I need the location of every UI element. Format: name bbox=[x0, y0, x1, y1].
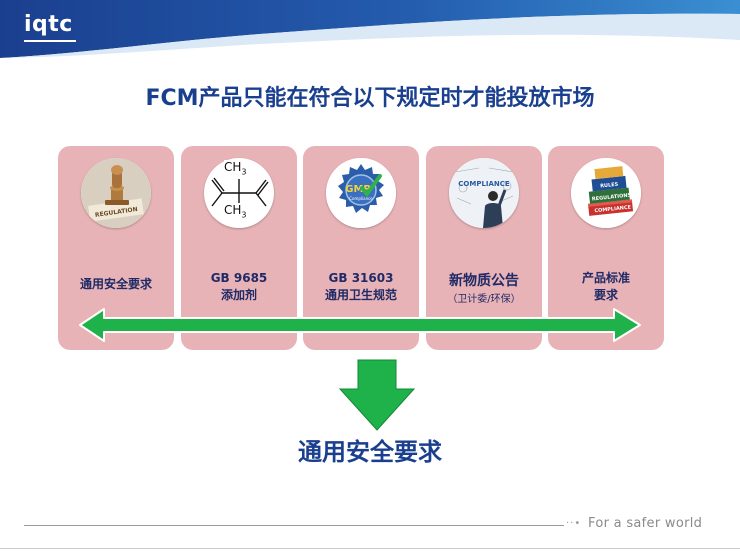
compliance-board-icon: COMPLIANCE bbox=[449, 158, 519, 228]
card-label: GB 9685 bbox=[210, 271, 268, 285]
ch3-top-label: CH3 bbox=[224, 160, 247, 180]
footer-dots: ··• bbox=[566, 518, 582, 529]
svg-text:Compliance: Compliance bbox=[349, 196, 373, 201]
regulation-stamp-icon: REGULATION bbox=[81, 158, 151, 228]
card-label-2: 添加剂 bbox=[220, 288, 257, 302]
ch3-bottom-label: CH3 bbox=[224, 203, 247, 223]
card-gb-9685: CH3 CH3 GB 9685 添加剂 bbox=[181, 146, 297, 350]
card-new-substance: COMPLIANCE 新物质公告 （卫计委/环保） bbox=[426, 146, 542, 350]
down-arrow-icon bbox=[338, 359, 416, 431]
svg-text:GMP: GMP bbox=[345, 184, 371, 195]
svg-text:REGULATIONS: REGULATIONS bbox=[592, 192, 632, 202]
card-label: 通用安全要求 bbox=[79, 277, 152, 291]
logo-underline bbox=[24, 40, 76, 42]
gmp-seal-icon: GMP Compliance bbox=[326, 158, 396, 228]
card-label: 产品标准 bbox=[581, 271, 630, 285]
svg-text:COMPLIANCE: COMPLIANCE bbox=[458, 180, 510, 188]
svg-text:COMPLIANCE: COMPLIANCE bbox=[594, 204, 632, 214]
slide-title: FCM产品只能在符合以下规定时才能投放市场 bbox=[145, 86, 595, 111]
svg-text:RULES: RULES bbox=[600, 182, 619, 190]
conclusion-text: 通用安全要求 bbox=[298, 438, 442, 466]
footer-tagline: For a safer world bbox=[588, 516, 703, 531]
footer-rule bbox=[24, 525, 564, 526]
card-gb-31603: GMP Compliance GB 31603 通用卫生规范 bbox=[303, 146, 419, 350]
book-stack-icon: COMPLIANCE REGULATIONS RULES bbox=[571, 158, 641, 228]
card-label: GB 31603 bbox=[328, 271, 394, 285]
card-general-safety: REGULATION 通用安全要求 bbox=[58, 146, 174, 350]
card-sublabel: （卫计委/环保） bbox=[447, 294, 521, 305]
card-label: 新物质公告 bbox=[449, 273, 519, 289]
card-product-standard: COMPLIANCE REGULATIONS RULES 产品标准 要求 bbox=[548, 146, 664, 350]
card-label-2: 通用卫生规范 bbox=[324, 288, 397, 302]
iqtc-logo: iqtc bbox=[24, 12, 73, 37]
bottom-border bbox=[0, 548, 740, 549]
header-band bbox=[0, 0, 740, 58]
card-label-2: 要求 bbox=[593, 288, 618, 302]
